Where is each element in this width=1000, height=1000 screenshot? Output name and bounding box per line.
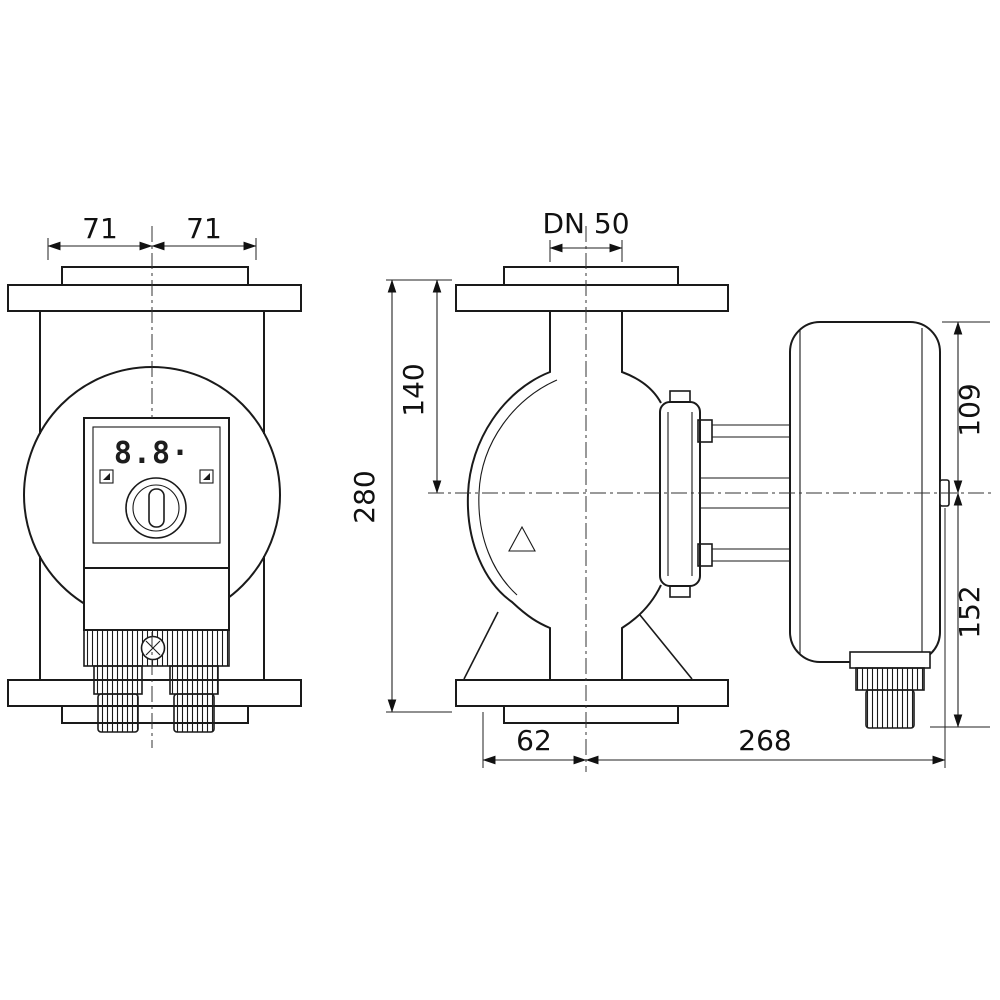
side-view: DN 50 280 140 109 152 xyxy=(348,207,994,772)
dim-label-71-left: 71 xyxy=(82,212,118,245)
control-knob xyxy=(125,477,187,539)
status-led-right-icon xyxy=(199,469,214,484)
dim-label-280: 280 xyxy=(348,470,381,523)
seven-segment-display: 8.8· xyxy=(114,436,190,471)
dimension-280: 280 xyxy=(348,279,452,713)
terminal-screw-icon xyxy=(140,635,166,661)
front-view: 8.8· xyxy=(7,212,302,748)
control-module: 8.8· xyxy=(83,417,230,569)
motor-cable-gland xyxy=(849,651,931,729)
bottom-flange xyxy=(7,679,302,724)
dimension-flange-widths: 71 71 xyxy=(47,212,257,260)
dimension-109-152: 109 152 xyxy=(930,321,990,728)
pump-body-outline xyxy=(39,310,265,680)
flow-direction-icon xyxy=(508,525,536,552)
side-bottom-flange xyxy=(455,679,729,724)
cable-gland-left xyxy=(93,665,143,733)
tie-bolts xyxy=(697,419,790,567)
dim-label-152: 152 xyxy=(953,585,986,638)
motor-flange xyxy=(659,390,701,598)
dimension-62-268: 62 268 xyxy=(482,508,946,768)
dim-label-62: 62 xyxy=(516,724,552,757)
dim-label-109: 109 xyxy=(953,383,986,436)
cable-gland-right xyxy=(169,665,219,733)
status-led-left-icon xyxy=(99,469,114,484)
dim-label-140: 140 xyxy=(397,363,430,416)
terminal-box xyxy=(83,567,230,667)
pump-housing xyxy=(463,311,693,680)
motor-body xyxy=(789,321,950,663)
top-flange xyxy=(7,266,302,312)
dimension-140: 140 xyxy=(397,279,442,494)
dim-label-268: 268 xyxy=(738,724,791,757)
dim-label-71-right: 71 xyxy=(186,212,222,245)
side-top-flange xyxy=(455,266,729,312)
